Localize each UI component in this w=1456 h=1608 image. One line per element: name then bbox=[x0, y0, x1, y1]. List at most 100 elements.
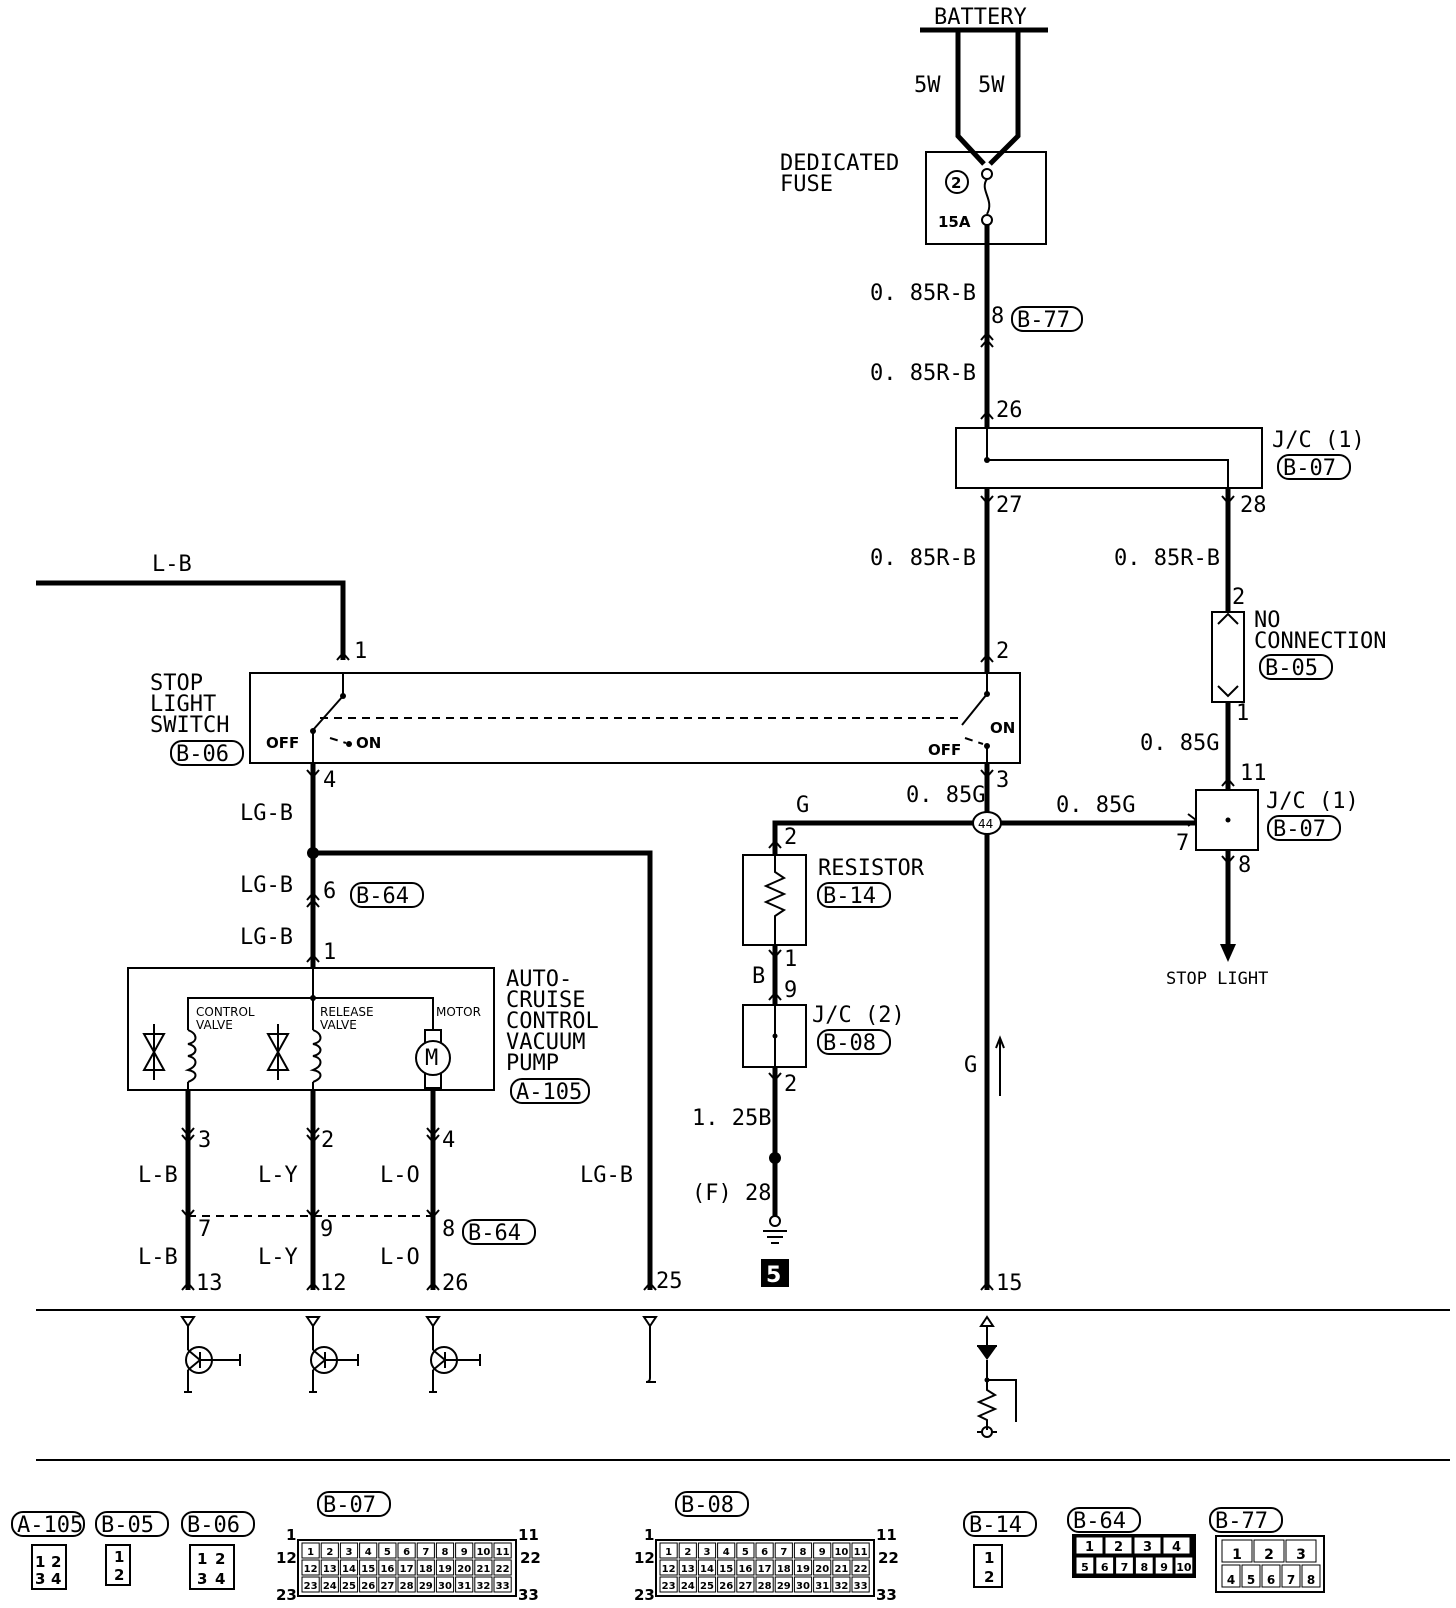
connector-pin-cell bbox=[1253, 1539, 1285, 1563]
connector-pin-cell bbox=[774, 1542, 793, 1559]
connector-pin-cell bbox=[339, 1576, 359, 1593]
connector-arrow-icon bbox=[768, 991, 782, 1001]
connector-pin-number: 3 bbox=[704, 1547, 711, 1558]
pin-8-jc1: 8 bbox=[1238, 853, 1251, 878]
b08-end-11: 11 bbox=[876, 1526, 897, 1544]
connector-arrow-icon bbox=[1217, 685, 1239, 698]
connector-pin-number: 7 bbox=[780, 1547, 787, 1558]
connector-arrow-icon bbox=[306, 891, 320, 908]
b08-end-12: 12 bbox=[634, 1549, 655, 1567]
connector-pin-cell bbox=[717, 1542, 736, 1559]
connector-pin-cell bbox=[697, 1542, 717, 1559]
splice-dot bbox=[769, 1152, 781, 1164]
pin-2-resistor: 2 bbox=[784, 825, 797, 850]
connector-b64-face-tag bbox=[1067, 1507, 1141, 1533]
release-valve-symbol-icon bbox=[266, 1033, 290, 1071]
connector-pin-number: 23 bbox=[304, 1581, 318, 1592]
connector-pin-number: 2 bbox=[684, 1547, 691, 1558]
no-connection-box bbox=[1211, 611, 1245, 703]
stop-light-arrow-icon bbox=[1220, 944, 1236, 962]
connector-b06-face-tag bbox=[181, 1511, 255, 1537]
connector-pin-cell bbox=[320, 1576, 339, 1593]
b08-end-22: 22 bbox=[878, 1549, 899, 1567]
connector-pin-number: 11 bbox=[854, 1547, 868, 1558]
wire-label-rb-3: 0. 85R-B bbox=[870, 546, 976, 571]
connector-pin-number: 6 bbox=[1101, 1561, 1109, 1574]
connector-b06-tag bbox=[170, 740, 244, 766]
connector-arrow-icon bbox=[181, 1281, 195, 1291]
transistor-26-icon bbox=[425, 1316, 481, 1393]
wire-label-ly-2: L-Y bbox=[258, 1245, 298, 1270]
b07-end-11: 11 bbox=[518, 1526, 539, 1544]
connector-pin-cell bbox=[455, 1542, 474, 1559]
connector-pin-number: 6 bbox=[403, 1547, 410, 1558]
pin-1-resistor: 1 bbox=[784, 947, 797, 972]
connector-b06-label: B-06 bbox=[176, 742, 229, 767]
fuse-number-circle bbox=[945, 170, 969, 194]
connector-arrow-icon bbox=[306, 953, 320, 963]
connector-a105-face bbox=[31, 1544, 67, 1590]
b05-pin-2: 2 bbox=[114, 1566, 124, 1584]
connector-pin-cell bbox=[1133, 1536, 1162, 1555]
connector-pin-number: 7 bbox=[1287, 1573, 1295, 1587]
fuse-number: 2 bbox=[951, 174, 961, 192]
jc2-label: J/C (2) bbox=[812, 1003, 905, 1028]
connector-b14-face bbox=[973, 1544, 1003, 1588]
connector-pin-number: 8 bbox=[1140, 1561, 1148, 1574]
connector-pin-number: 24 bbox=[323, 1581, 337, 1592]
junction-dot bbox=[984, 457, 990, 463]
connector-pin-number: 16 bbox=[738, 1564, 752, 1575]
switch-off-right: OFF bbox=[928, 741, 961, 759]
connector-pin-cell bbox=[659, 1576, 678, 1593]
connector-pin-cell bbox=[493, 1559, 512, 1576]
junction-dot bbox=[1225, 817, 1231, 823]
connector-pin-cell bbox=[813, 1542, 832, 1559]
wire-lb-to-switch bbox=[36, 580, 346, 660]
b08-end-1: 1 bbox=[644, 1526, 654, 1544]
connector-pin-cell bbox=[1301, 1564, 1321, 1588]
connector-b14-face-tag bbox=[963, 1511, 1037, 1537]
fuse-label-line1: DEDICATED bbox=[780, 151, 899, 176]
wire-label-rb-1: 0. 85R-B bbox=[870, 281, 976, 306]
connector-pin-number: 5 bbox=[1247, 1573, 1255, 1587]
connector-pin-cell bbox=[339, 1542, 359, 1559]
b14-pin-2: 2 bbox=[984, 1568, 994, 1586]
b08-end-23: 23 bbox=[634, 1586, 655, 1604]
connector-a105-face-tag bbox=[11, 1511, 85, 1537]
pin-1-switch: 1 bbox=[354, 639, 367, 664]
connector-arrow-icon bbox=[1221, 777, 1235, 787]
connector-pin-number: 6 bbox=[761, 1547, 768, 1558]
connector-pin-cell bbox=[435, 1559, 455, 1576]
connector-pin-cell bbox=[793, 1542, 813, 1559]
pin-25-ecu: 25 bbox=[656, 1269, 683, 1294]
fuse-terminal-top bbox=[981, 168, 993, 180]
connector-pin-number: 10 bbox=[1176, 1561, 1192, 1574]
connector-pin-number: 8 bbox=[442, 1547, 449, 1558]
motor-label: MOTOR bbox=[436, 1005, 481, 1019]
wire-label-b125: 1. 25B bbox=[692, 1106, 771, 1131]
connector-pin-number: 7 bbox=[422, 1547, 429, 1558]
connector-pin-number: 5 bbox=[1081, 1561, 1089, 1574]
connector-b77-tag bbox=[1011, 306, 1083, 332]
release-valve-coil-icon bbox=[309, 1029, 322, 1083]
input-15-diode-icon bbox=[976, 1315, 1017, 1438]
connector-pin-cell bbox=[320, 1542, 339, 1559]
junction-dot bbox=[772, 1033, 778, 1039]
connector-pin-cell bbox=[697, 1576, 717, 1593]
connector-pin-number: 2 bbox=[326, 1547, 333, 1558]
b08-end-33: 33 bbox=[876, 1586, 897, 1604]
pin-11: 11 bbox=[1240, 761, 1267, 786]
connector-pin-number: 7 bbox=[1121, 1561, 1129, 1574]
connector-pin-number: 27 bbox=[738, 1581, 752, 1592]
connector-pin-number: 3 bbox=[346, 1547, 353, 1558]
connector-pin-cell bbox=[678, 1576, 697, 1593]
connector-pin-number: 32 bbox=[476, 1581, 490, 1592]
a105-pin-1: 1 bbox=[35, 1553, 45, 1571]
connector-pin-cell bbox=[813, 1576, 832, 1593]
connector-pin-cell bbox=[793, 1559, 813, 1576]
connector-pin-number: 30 bbox=[796, 1581, 810, 1592]
connector-pin-cell bbox=[678, 1542, 697, 1559]
pin-2-b05: 2 bbox=[1232, 585, 1245, 610]
wire-label-g-2: G bbox=[964, 1053, 977, 1078]
